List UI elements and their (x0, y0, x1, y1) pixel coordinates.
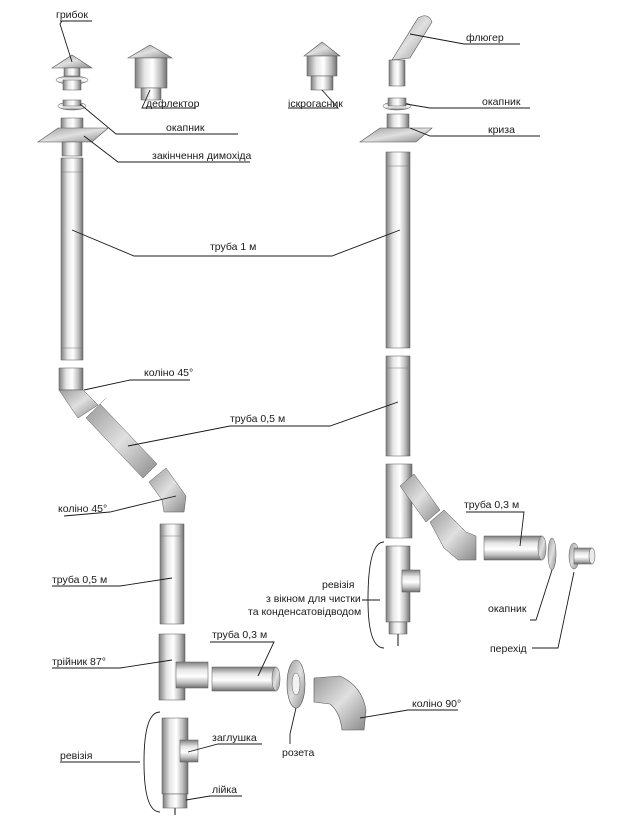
okapnyk-left-icon (57, 99, 87, 111)
pipe-05-vertical-icon (159, 523, 185, 625)
tee45-right-icon (385, 463, 441, 539)
label-kryza: криза (488, 124, 515, 136)
labels: грибок дефлектор іскрогасник флюгер окап… (52, 9, 527, 796)
revizia-right-icon (385, 545, 421, 646)
label-okapnyk-horizontal: окапник (488, 603, 527, 615)
label-revizia-right-3: та конденсатовідводом (248, 606, 361, 618)
label-fliuher: флюгер (466, 32, 504, 44)
perekhid-icon (568, 542, 596, 570)
label-truba03-left: труба 0,3 м (212, 629, 267, 641)
label-kolino45-top: коліно 45° (144, 367, 193, 379)
elbow90-icon (313, 675, 367, 731)
elbow-right-icon (429, 509, 477, 561)
deflektor-icon (126, 44, 174, 101)
okapnyk-horizontal-icon (547, 537, 557, 571)
label-triynyk: трійник 87° (52, 656, 106, 668)
pipe-03-right-icon (483, 535, 547, 561)
leader-lines (52, 20, 575, 813)
right-chimney (359, 15, 596, 646)
zakinchennia-icon (37, 117, 109, 157)
fliuher-icon (388, 15, 433, 87)
label-okapnyk-right: окапник (482, 96, 521, 108)
kryza-icon (359, 113, 433, 143)
label-zahlushka: заглушка (212, 732, 257, 744)
hribok-cap-icon (50, 54, 94, 91)
elbow45-bottom-icon (148, 467, 187, 513)
label-truba05-left: труба 0,5 м (52, 574, 107, 586)
label-truba-1m: труба 1 м (210, 241, 256, 253)
label-perekhid: перехід (490, 643, 527, 655)
label-revizia-right-1: ревізія (322, 579, 354, 591)
liyka-icon (162, 793, 188, 815)
iskrohasnyk-icon (303, 41, 341, 91)
label-deflektor: дефлектор (146, 98, 200, 110)
label-revizia-left: ревізія (60, 750, 92, 762)
tee87-icon (158, 633, 209, 701)
label-hribok: грибок (56, 9, 88, 21)
pipe-05-diagonal-icon (85, 397, 158, 479)
left-chimney (37, 54, 367, 815)
label-liyka: лійка (212, 784, 237, 796)
pipe-03-left-icon (211, 666, 281, 692)
label-revizia-right-2: з вікном для чистки (266, 593, 361, 605)
okapnyk-right-icon (382, 97, 412, 111)
label-okapnyk-left: окапник (166, 122, 205, 134)
label-kolino45-bottom: коліно 45° (58, 503, 107, 515)
elbow45-top-icon (58, 367, 99, 419)
pipe-05-right-icon (385, 355, 411, 457)
label-truba03-right: труба 0,3 м (464, 499, 519, 511)
label-kolino90: коліно 90° (412, 698, 461, 710)
label-truba05-diag: труба 0,5 м (230, 413, 285, 425)
pipe-1m-right-icon (385, 151, 411, 349)
rozeta-icon (286, 659, 306, 709)
pipe-1m-left-icon (60, 157, 84, 361)
revizia-left-icon (161, 717, 199, 795)
label-zakinchennia: закінчення димохіда (152, 150, 252, 162)
label-rozeta: розета (282, 747, 314, 759)
label-iskrohasnyk: іскрогасник (288, 98, 343, 110)
